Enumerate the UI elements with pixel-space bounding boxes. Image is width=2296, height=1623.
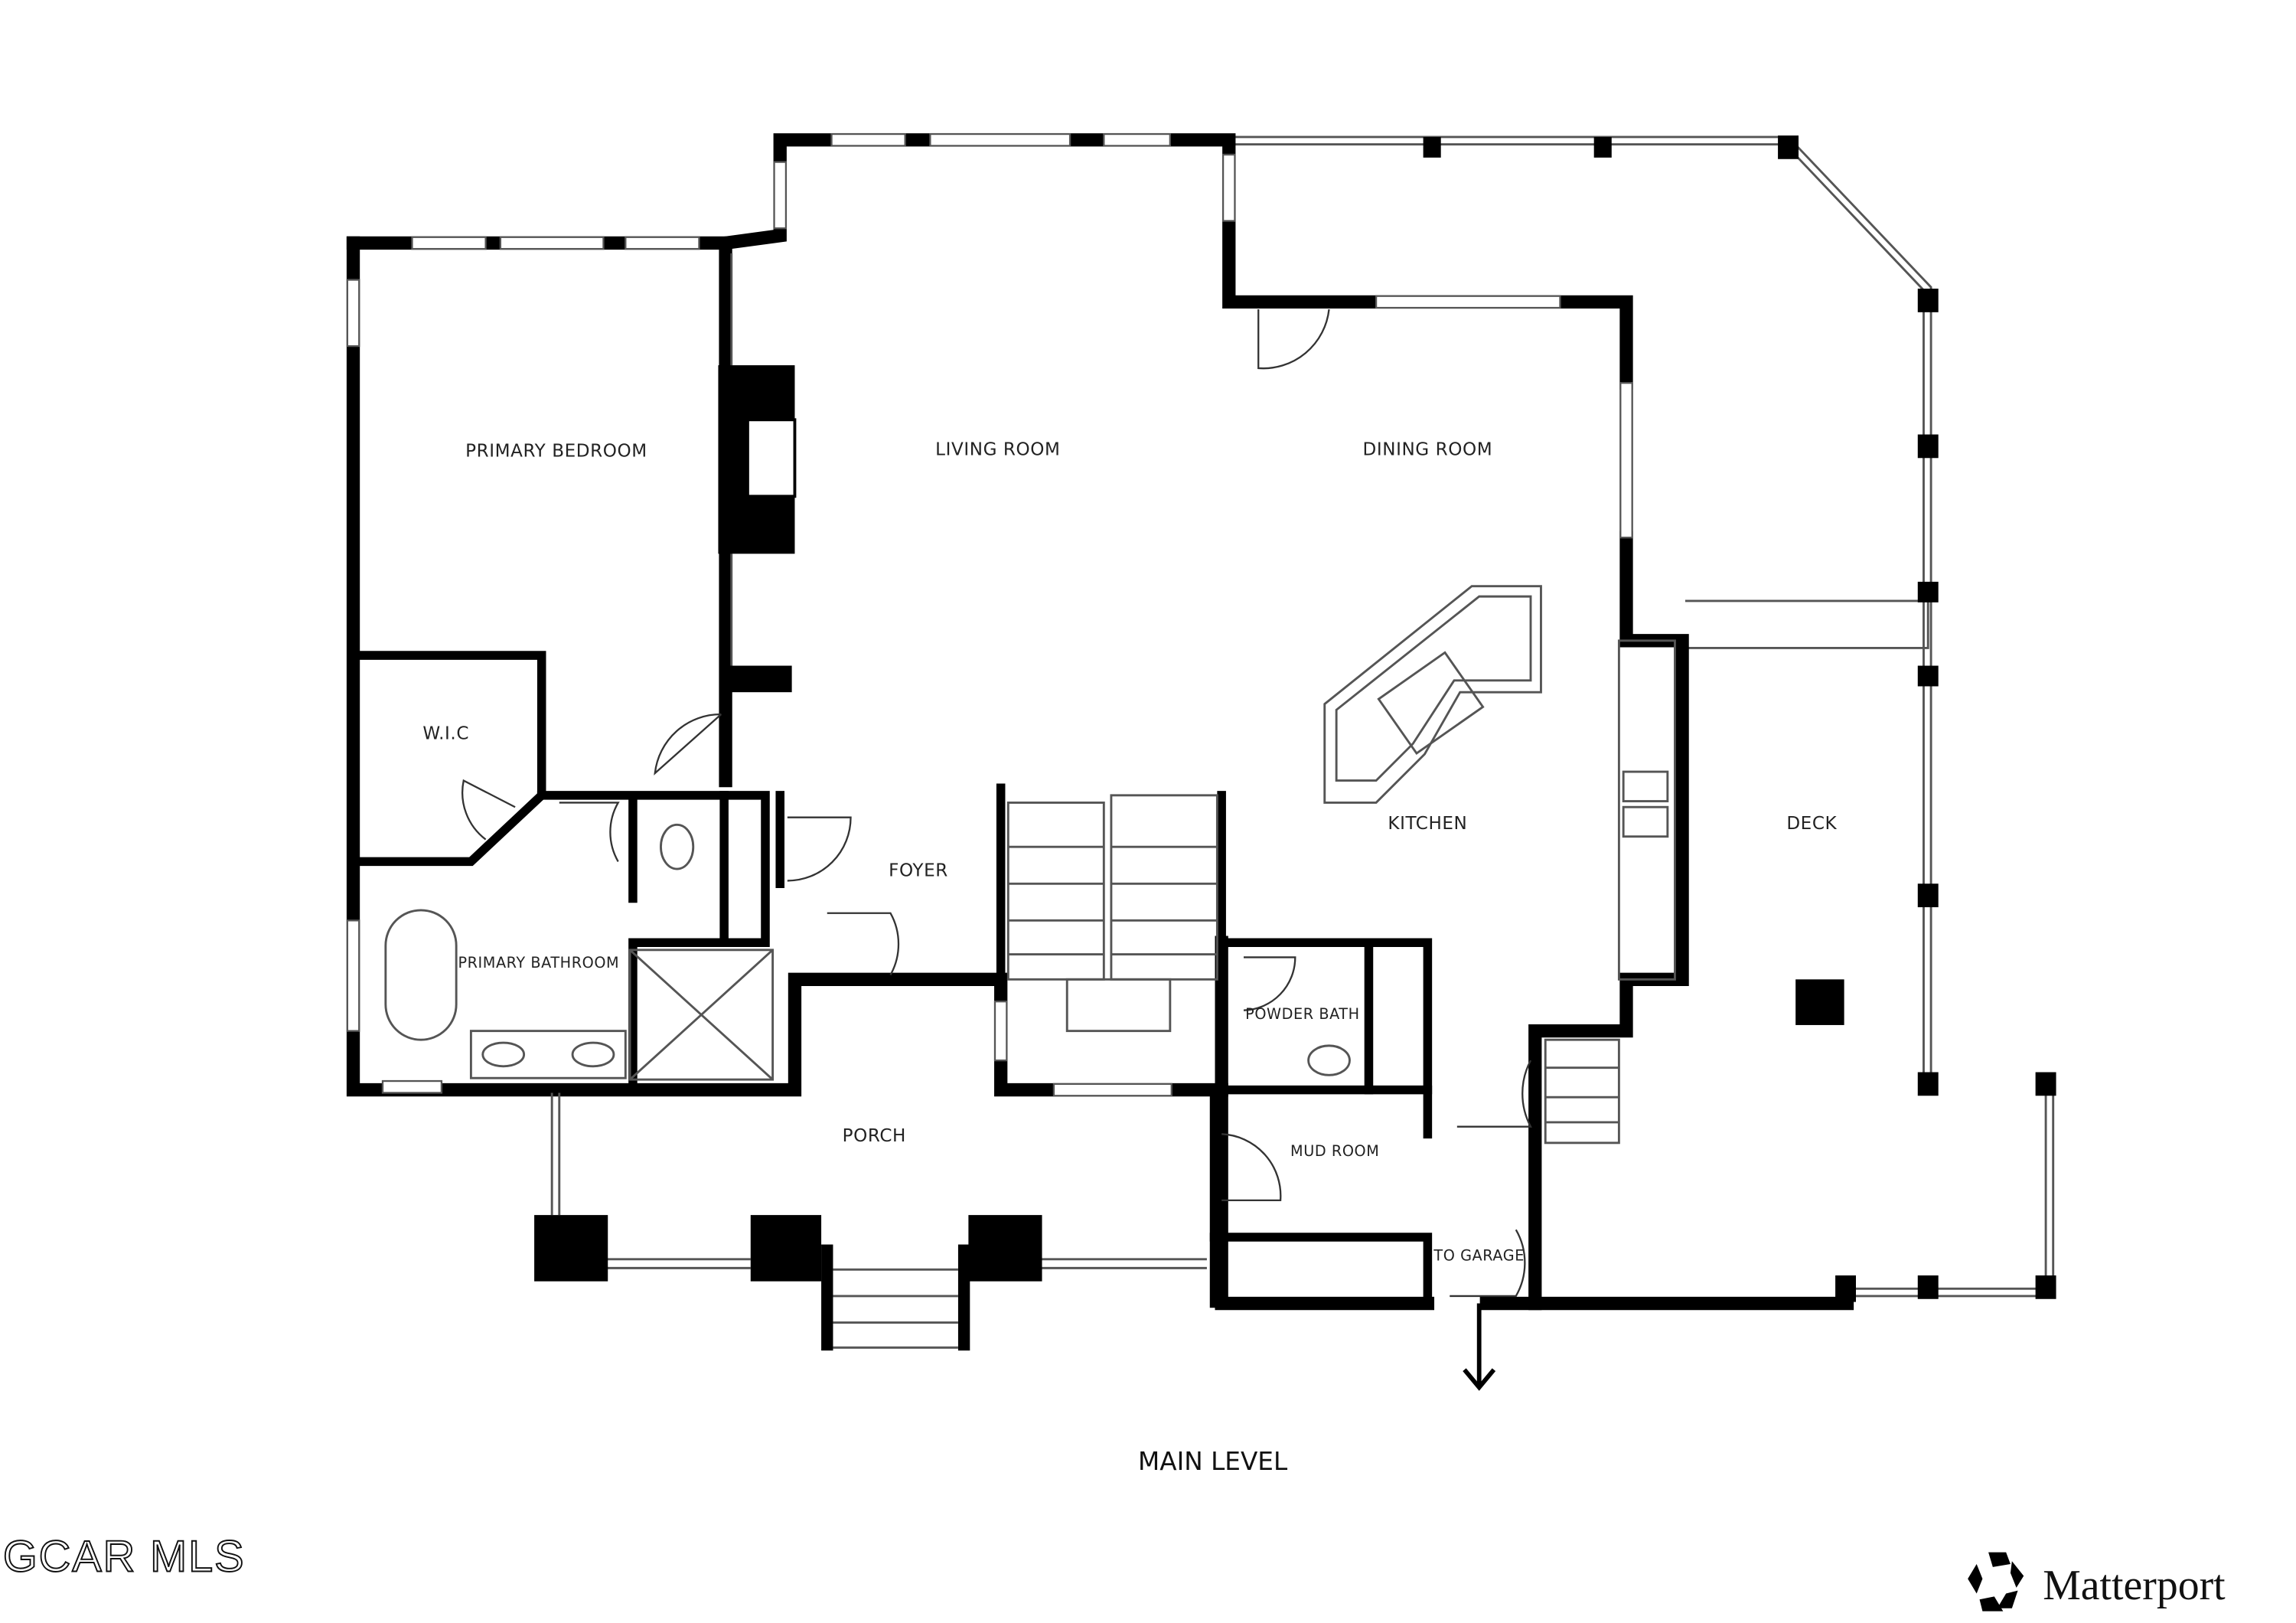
bath-fixtures	[384, 823, 1351, 1081]
doors	[461, 309, 1532, 1298]
room-label-mud-room: MUD ROOM	[1290, 1142, 1379, 1160]
porch-structure	[534, 1092, 1207, 1351]
kitchen-island	[1323, 585, 1676, 981]
room-label-primary-bathroom: PRIMARY BATHROOM	[458, 954, 619, 972]
room-label-kitchen: KITCHEN	[1388, 814, 1467, 834]
room-label-to-garage: TO GARAGE	[1433, 1247, 1525, 1265]
windows	[346, 132, 1633, 1097]
deck-railing	[1228, 135, 2056, 1302]
exterior-walls	[346, 133, 1854, 1311]
room-label-foyer: FOYER	[889, 861, 948, 881]
matterport-logo: Matterport	[1968, 1552, 2226, 1612]
room-label-living-room: LIVING ROOM	[935, 439, 1060, 459]
room-label-deck: DECK	[1786, 814, 1837, 834]
deck-post	[1795, 979, 1844, 1025]
to-garage-arrow-icon	[1463, 1303, 1496, 1391]
matterport-wordmark: Matterport	[2043, 1562, 2226, 1609]
fireplace	[718, 253, 797, 693]
room-label-powder-bath: POWDER BATH	[1245, 1005, 1359, 1023]
shower	[628, 949, 775, 1081]
mls-watermark: GCAR MLS	[3, 1533, 246, 1582]
matterport-logo-icon	[1968, 1552, 2024, 1612]
stairs	[1006, 794, 1620, 1145]
floor-title: MAIN LEVEL	[1138, 1447, 1288, 1476]
kitchen-sink	[1622, 770, 1669, 802]
interior-walls	[348, 651, 1540, 1308]
cooktop	[1377, 651, 1485, 756]
powder-toilet	[1307, 1044, 1351, 1076]
vanity	[469, 1030, 627, 1079]
room-label-porch: PORCH	[843, 1126, 906, 1146]
bathtub	[384, 909, 458, 1041]
room-label-primary-bedroom: PRIMARY BEDROOM	[465, 441, 647, 461]
toilet	[660, 823, 695, 870]
room-label-wic: W.I.C	[422, 724, 469, 744]
room-label-dining-room: DINING ROOM	[1363, 439, 1493, 459]
kitchen-counter	[1617, 639, 1676, 981]
